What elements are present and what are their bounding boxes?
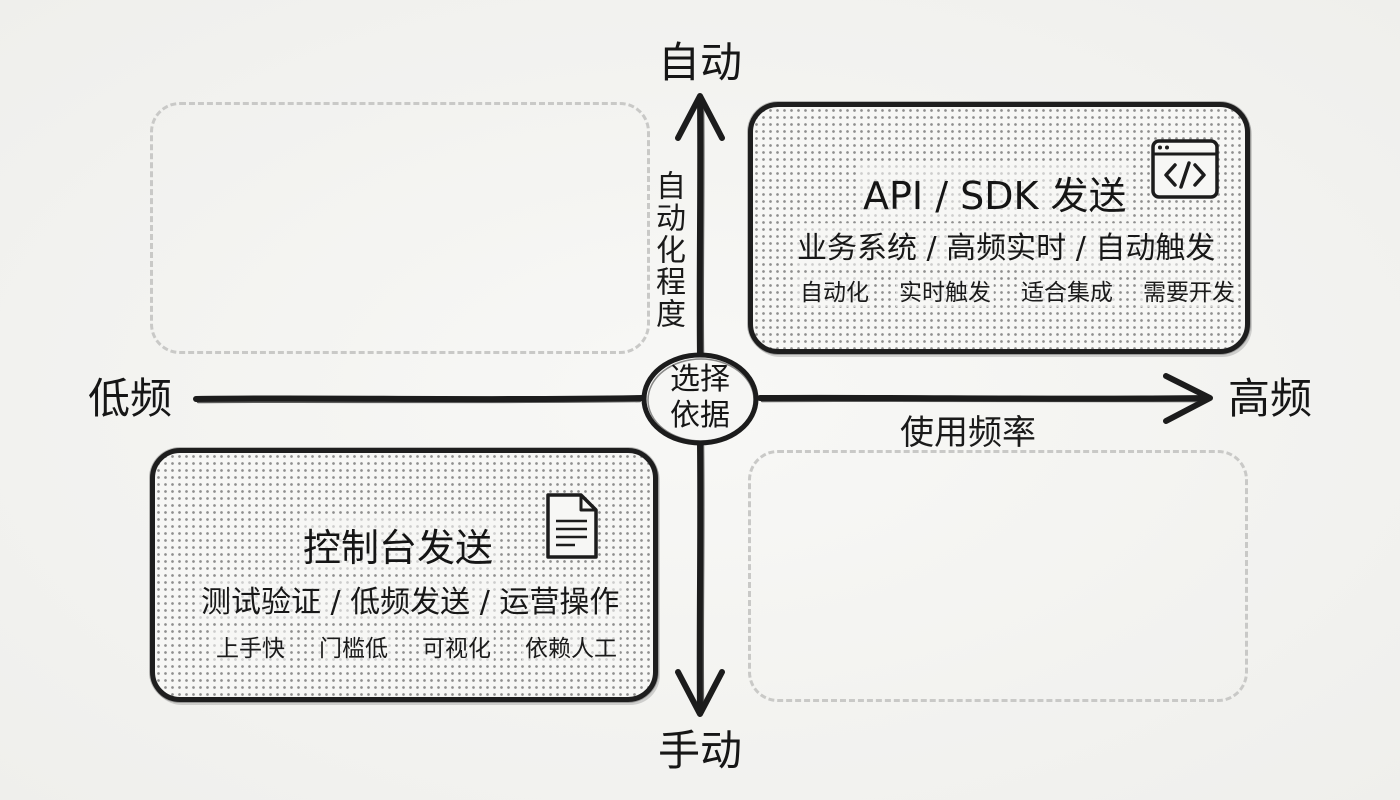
tag: 适合集成 [1018,273,1116,307]
tag: 需要开发 [1140,273,1238,307]
axis-bottom-label: 手动 [658,726,743,775]
code-window-icon [1151,139,1219,199]
horizontal-axis-right [757,394,1208,402]
vertical-axis-name: 自动化程度 [650,170,685,330]
arrow-right-icon [1163,373,1213,424]
quadrant-tags: 上手快 门槛低 可视化 依赖人工 [213,629,620,663]
quadrant-top-right: API / SDK 发送 业务系统 / 高频实时 / 自动触发 自动化 实时触发… [748,102,1250,354]
quadrant-title: API / SDK 发送 [859,165,1131,220]
quadrant-title: 控制台发送 [299,517,498,572]
tag: 可视化 [419,629,494,663]
arrow-down-icon [675,669,725,717]
tag: 实时触发 [896,273,994,307]
quadrant-subtitle: 测试验证 / 低频发送 / 运营操作 [197,577,624,621]
tag: 门槛低 [316,629,391,663]
axis-top-label: 自动 [658,38,743,87]
center-node-circle [641,352,759,446]
tag: 自动化 [797,273,872,307]
document-icon [546,493,598,559]
quadrant-subtitle: 业务系统 / 高频实时 / 自动触发 [793,223,1220,267]
axis-left-label: 低频 [88,374,173,423]
quadrant-tags: 自动化 实时触发 适合集成 需要开发 [797,273,1238,307]
quadrant-bottom-right [748,450,1248,702]
tag: 依赖人工 [522,629,620,663]
horizontal-axis-name: 使用频率 [900,413,1036,453]
quadrant-top-left [150,102,650,354]
axis-right-label: 高频 [1228,374,1313,423]
center-node-label: 选择依据 [670,362,730,433]
arrow-up-icon [675,93,725,141]
tag: 上手快 [213,629,288,663]
vertical-axis-top [696,97,704,359]
horizontal-axis-left [193,395,645,403]
quadrant-bottom-left: 控制台发送 测试验证 / 低频发送 / 运营操作 上手快 门槛低 可视化 依赖人… [150,448,658,702]
vertical-axis-bottom [696,441,704,715]
